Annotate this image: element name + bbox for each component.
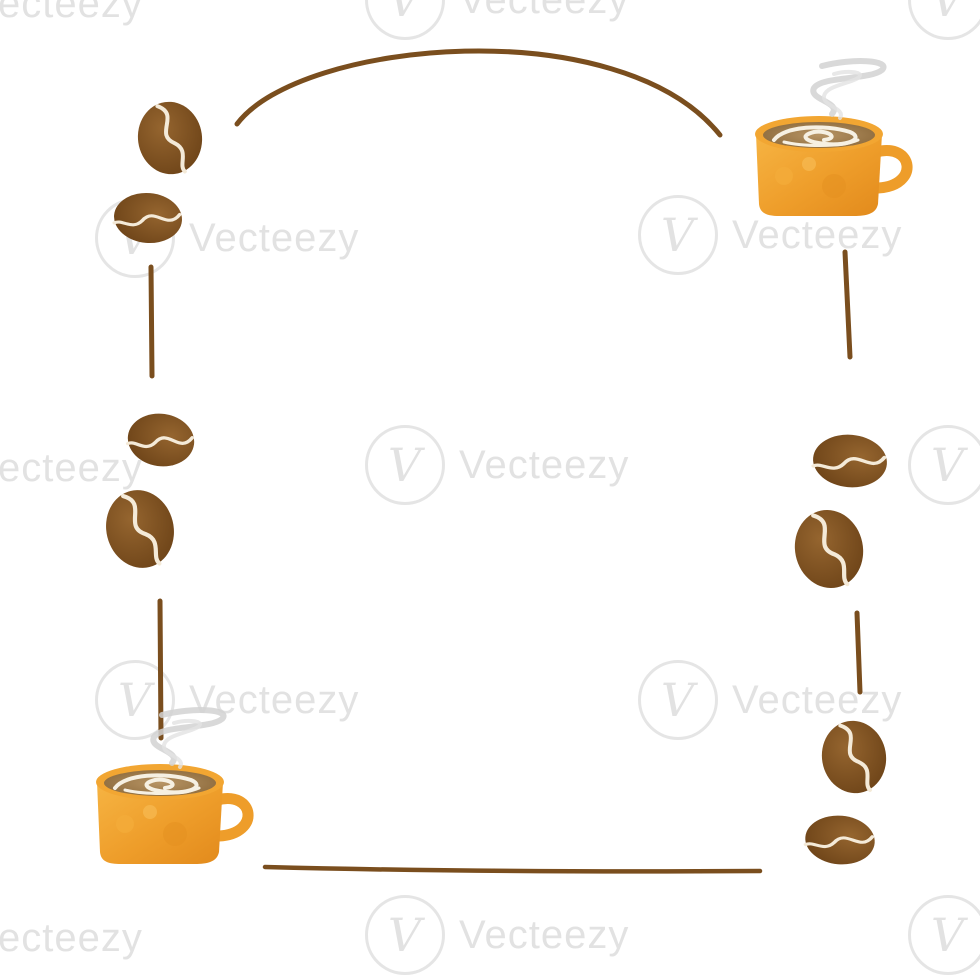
coffee-bean-icon [122, 407, 200, 473]
steam-icon [153, 710, 223, 767]
coffee-bean-icon [110, 188, 186, 248]
coffee-bean-icon [98, 483, 182, 575]
coffee-bean-icon [808, 429, 892, 493]
coffee-bean-icon [788, 504, 871, 595]
steam-icon [813, 61, 883, 118]
right-lower-line [854, 610, 863, 695]
top-arch-line [234, 48, 723, 138]
left-upper-line [148, 264, 155, 379]
coffee-bean-icon [814, 713, 894, 801]
coffee-bean-icon [801, 810, 879, 870]
right-upper-line [842, 249, 853, 360]
coffee-cup-icon [755, 116, 907, 216]
coffee-bean-icon [131, 95, 209, 181]
bottom-line [262, 864, 763, 874]
coffee-cup-icon [96, 764, 248, 864]
